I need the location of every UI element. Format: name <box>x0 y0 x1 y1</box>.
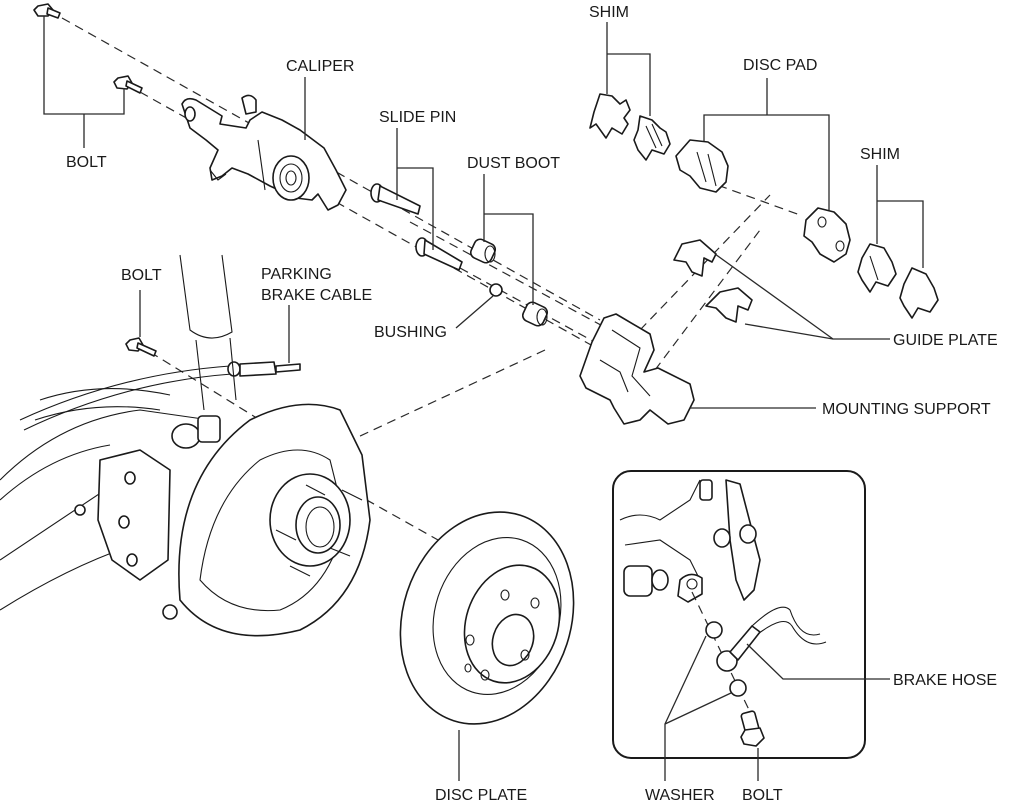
inset-detail-box <box>612 470 866 759</box>
dust-boot-1 <box>469 238 497 264</box>
shim-left-label: SHIM <box>589 4 629 21</box>
washer-leader-2 <box>664 692 732 725</box>
guide-plate-leader-2 <box>744 323 834 340</box>
bolt-top-1 <box>33 3 61 19</box>
caliper-label: CALIPER <box>286 58 354 75</box>
disc-pad-label: DISC PAD <box>743 57 817 74</box>
slide-pin-1 <box>370 183 421 215</box>
shim-left-leader-2 <box>607 53 651 116</box>
bushing-label: BUSHING <box>374 324 447 341</box>
shim-right-1 <box>857 243 897 293</box>
guide-plate-label: GUIDE PLATE <box>893 332 998 349</box>
guide-plate-2 <box>705 287 753 323</box>
disc-pad-leader-branch <box>703 114 830 210</box>
bolt-top-leader <box>43 16 125 148</box>
bolt-left-part <box>125 337 157 357</box>
disc-plate-label: DISC PLATE <box>435 787 527 804</box>
bolt-top-label: BOLT <box>66 154 107 171</box>
brake-hose-leader <box>746 643 890 680</box>
guide-plate-1 <box>673 239 717 277</box>
bushing-part <box>489 283 503 297</box>
parking-brake-cable-label-line1: PARKING <box>261 266 332 283</box>
mounting-support-label: MOUNTING SUPPORT <box>822 401 991 418</box>
disc-pad-2 <box>803 207 851 263</box>
slide-pin-2 <box>415 237 463 271</box>
slide-pin-label: SLIDE PIN <box>379 109 456 126</box>
parking-brake-cable-label-line2: BRAKE CABLE <box>261 287 372 304</box>
dust-boot-2 <box>521 301 549 327</box>
shim-right-label: SHIM <box>860 146 900 163</box>
mounting-support-part <box>579 313 695 425</box>
dust-boot-leader-2 <box>484 213 534 305</box>
shim-left-2 <box>633 115 671 161</box>
dust-boot-label: DUST BOOT <box>467 155 560 172</box>
shim-right-leader-2 <box>877 200 924 268</box>
parking-brake-cable-part <box>19 361 301 431</box>
slide-pin-leader-2 <box>397 167 434 250</box>
washer-1 <box>705 621 723 639</box>
shim-left-1 <box>589 93 631 139</box>
caliper-part <box>181 94 347 211</box>
knuckle-hub-assembly <box>0 254 371 637</box>
bolt-top-2 <box>113 75 143 94</box>
brake-hose-label: BRAKE HOSE <box>893 672 997 689</box>
bushing-leader <box>455 295 494 329</box>
washer-2 <box>729 679 747 697</box>
shim-right-2 <box>899 267 939 319</box>
bolt-inset-label: BOLT <box>742 787 783 804</box>
disc-pad-1 <box>675 139 729 193</box>
disc-plate-part <box>399 511 575 725</box>
bolt-left-label: BOLT <box>121 267 162 284</box>
washer-label: WASHER <box>645 787 715 804</box>
